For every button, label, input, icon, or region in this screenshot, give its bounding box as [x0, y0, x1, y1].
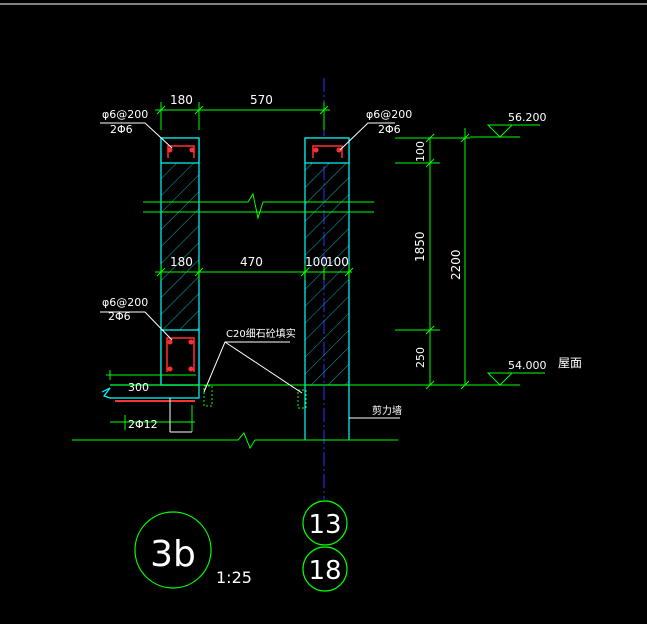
dim-vert-top: 100	[414, 141, 427, 162]
rebar-label-bottom-left: φ6@200	[102, 296, 148, 309]
rebar-count-top-left: 2Φ6	[110, 123, 133, 136]
bottom-bar-label: 2Φ12	[128, 418, 158, 431]
dim-ledge-width: 300	[128, 381, 149, 394]
shear-wall-below	[304, 385, 350, 440]
elevation-bottom: 54.000	[508, 359, 547, 372]
dim-mid-right-b: 100	[326, 255, 349, 269]
dim-top-gap: 570	[250, 93, 273, 107]
dim-mid-wall-width: 180	[170, 255, 193, 269]
rebar-count-bottom-left: 2Φ6	[108, 310, 131, 323]
axis-label-b: 18	[308, 556, 341, 586]
filler-block-left	[203, 385, 213, 407]
concrete-note: C20细石砼填实	[226, 327, 296, 340]
shear-wall-label: 剪力墙	[372, 404, 402, 417]
rebar-count-top-right: 2Φ6	[378, 123, 401, 136]
elevation-top: 56.200	[508, 111, 547, 124]
filler-block-right	[297, 389, 307, 409]
axis-circle-b	[302, 546, 348, 592]
dim-mid-right-a: 100	[305, 255, 328, 269]
dim-top-wall-width: 180	[170, 93, 193, 107]
right-parapet-wall	[304, 137, 350, 386]
rebar-top-right	[312, 145, 343, 158]
leader-lines	[100, 122, 400, 433]
dim-vert-bottom: 250	[414, 347, 427, 368]
rebar-bottom-left	[166, 337, 195, 372]
detail-scale: 1:25	[216, 568, 252, 587]
rebar-label-top-left: φ6@200	[102, 108, 148, 121]
rebar-top-left	[167, 145, 195, 158]
elevation-marker-top	[470, 124, 540, 138]
dim-vert-mid: 1850	[413, 231, 427, 262]
roof-label: 屋面	[558, 356, 582, 370]
detail-circle	[134, 511, 212, 589]
dim-vert-total: 2200	[449, 249, 463, 280]
axis-circle-a	[302, 500, 348, 546]
break-line-upper	[143, 192, 374, 220]
base-ledge	[101, 384, 200, 399]
dim-mid-gap: 470	[240, 255, 263, 269]
break-line-lower	[72, 432, 398, 450]
rebar-label-top-right: φ6@200	[366, 108, 412, 121]
detail-number: 3b	[150, 534, 196, 575]
elevation-marker-bottom	[470, 372, 545, 386]
axis-label-a: 13	[308, 510, 341, 540]
dimension-lines	[106, 102, 470, 432]
